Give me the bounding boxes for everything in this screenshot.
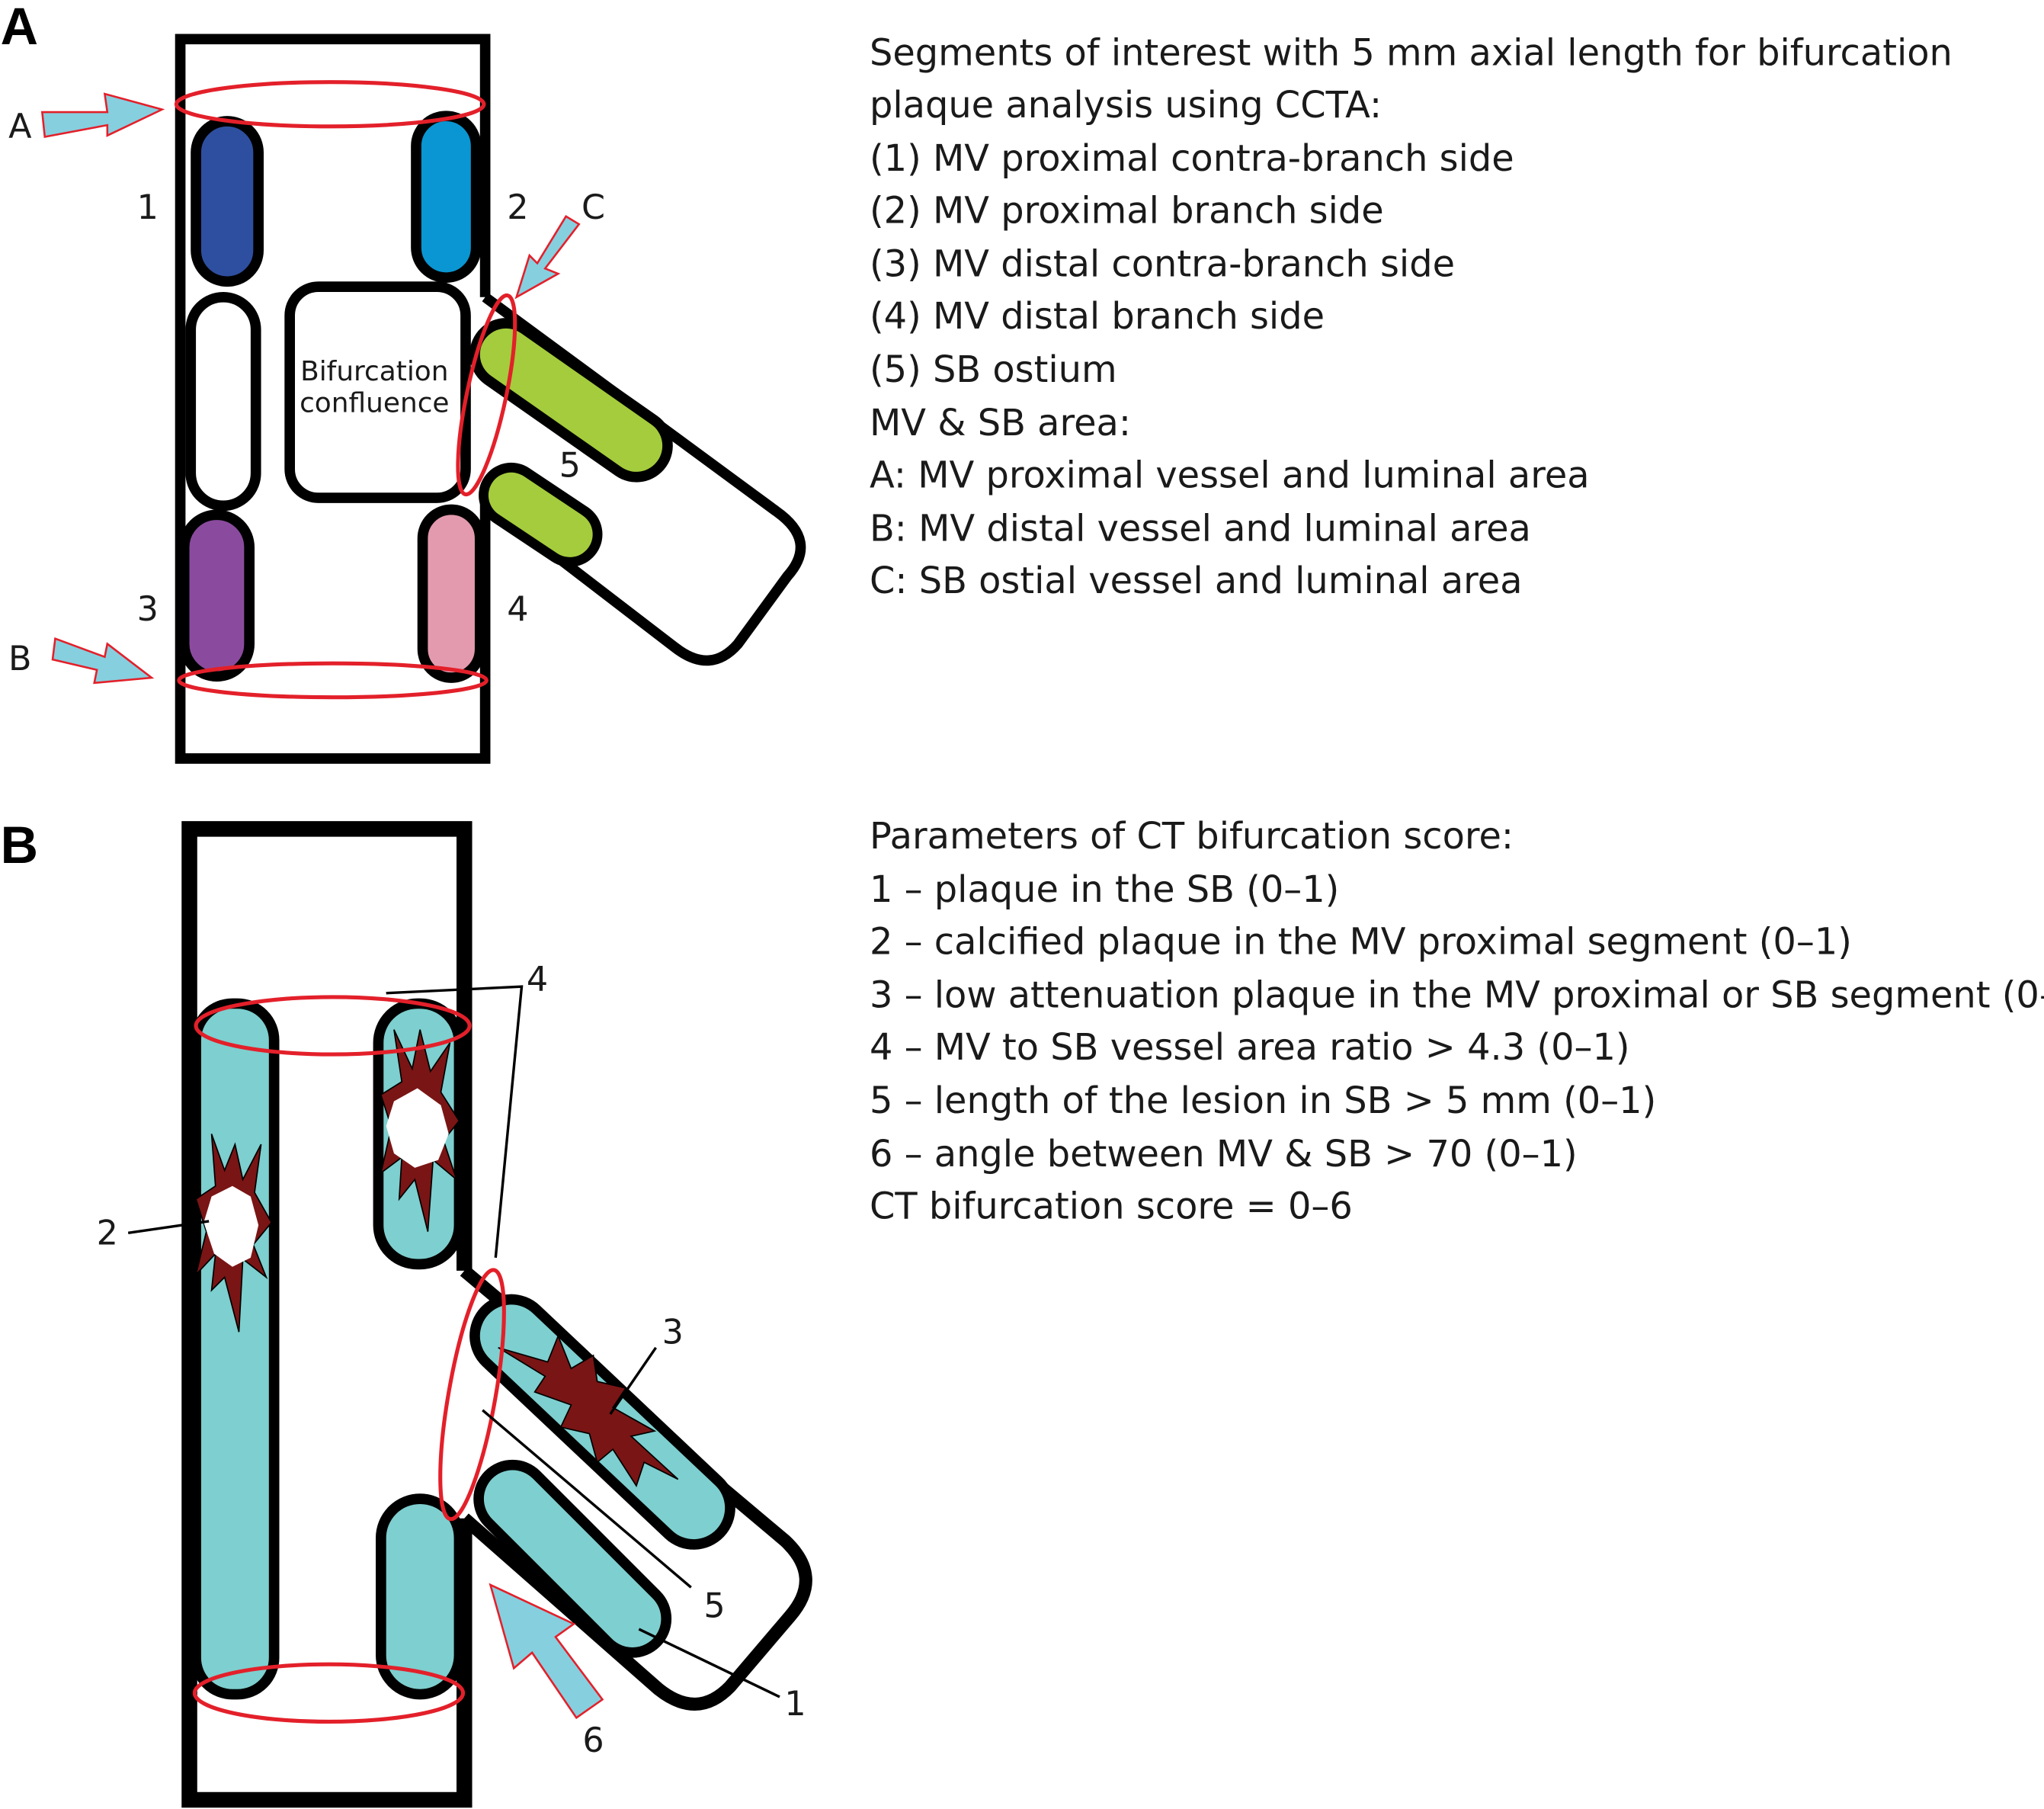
panel-a-description: Segments of interest with 5 mm axial len… (870, 32, 1953, 601)
arrow-c-icon (514, 215, 581, 300)
desc-line: 4 – MV to SB vessel area ratio > 4.3 (0–… (870, 1027, 1630, 1069)
confluence-label-2: confluence (300, 387, 449, 419)
ring-distal (192, 1662, 466, 1724)
panel-a-label: A (1, 0, 38, 56)
arrow-b-icon (51, 637, 155, 685)
ring-b (177, 661, 489, 700)
segment-4 (417, 504, 485, 683)
desc-line: CT bifurcation score = 0–6 (870, 1186, 1353, 1228)
mv-contra-branch-vessel (191, 998, 280, 1700)
desc-line: (3) MV distal contra-branch side (870, 243, 1455, 285)
main-vessel-outline (175, 34, 491, 764)
segment-3 (178, 509, 255, 682)
leader-line-5 (482, 1409, 692, 1589)
label-area-b: B (8, 640, 31, 678)
sb-segment (479, 328, 663, 472)
panel-b-label: B (1, 816, 38, 874)
desc-line: Parameters of CT bifurcation score: (870, 816, 1514, 858)
side-branch-outline (482, 293, 806, 666)
calcified-core-white (386, 1088, 449, 1168)
desc-line: 1 – plaque in the SB (0–1) (870, 869, 1339, 911)
leader-line-4 (386, 985, 524, 1258)
label-param-6: 6 (582, 1721, 604, 1760)
label-3: 3 (137, 590, 159, 629)
ring-a (174, 80, 486, 129)
segment-2 (411, 111, 482, 283)
desc-line: B: MV distal vessel and luminal area (870, 508, 1531, 550)
label-area-c: C (581, 188, 605, 227)
desc-line: (2) MV proximal branch side (870, 190, 1384, 232)
white-segment (185, 291, 261, 512)
desc-line: (1) MV proximal contra-branch side (870, 138, 1514, 180)
desc-line: (5) SB ostium (870, 349, 1117, 391)
desc-line: 3 – low attenuation plaque in the MV pro… (870, 975, 2044, 1017)
desc-line: plaque analysis using CCTA: (870, 85, 1382, 127)
panel-b-description: Parameters of CT bifurcation score: 1 – … (870, 816, 2044, 1228)
label-2: 2 (507, 188, 528, 227)
mv-distal-branch-vessel (376, 1493, 465, 1700)
confluence-label-1: Bifurcation (300, 356, 448, 387)
ring-proximal (194, 995, 472, 1057)
leader-line-2 (127, 1220, 210, 1235)
desc-line: 6 – angle between MV & SB > 70 (0–1) (870, 1134, 1578, 1176)
desc-line: Segments of interest with 5 mm axial len… (870, 32, 1953, 74)
desc-line: MV & SB area: (870, 403, 1131, 444)
calcified-core-white (203, 1185, 259, 1267)
desc-line: 2 – calcified plaque in the MV proximal … (870, 921, 1852, 963)
segment-5 (488, 472, 593, 557)
main-vessel-outline (181, 821, 473, 1808)
label-4: 4 (507, 590, 528, 629)
label-param-1: 1 (784, 1685, 806, 1724)
leader-line-1 (638, 1628, 780, 1698)
label-param-2: 2 (97, 1214, 118, 1253)
sb-lower-vessel (483, 1470, 662, 1648)
desc-line: A: MV proximal vessel and luminal area (870, 454, 1590, 496)
ring-sb-ostium (438, 1268, 506, 1522)
desc-line: 5 – length of the lesion in SB > 5 mm (0… (870, 1080, 1656, 1122)
label-1: 1 (137, 188, 159, 227)
label-param-5: 5 (703, 1587, 725, 1626)
segment-1 (191, 116, 264, 287)
panel-a: A Bifurcation confluence 1 2 3 4 5 A B C… (1, 0, 1953, 764)
panel-b: B 4 2 3 5 1 6 Parameters of CT b (1, 816, 2044, 1808)
desc-line: (4) MV distal branch side (870, 296, 1325, 338)
side-branch-outline (460, 1265, 812, 1711)
angle-arrow-icon (489, 1583, 604, 1720)
leader-line-3 (609, 1346, 657, 1415)
arrow-a-icon (40, 92, 165, 139)
low-attenuation-plaque-sb (498, 1334, 679, 1487)
label-area-a: A (8, 107, 32, 146)
label-param-3: 3 (662, 1313, 684, 1352)
desc-line: C: SB ostial vessel and luminal area (870, 560, 1523, 602)
label-param-4: 4 (527, 960, 548, 999)
ring-c (456, 293, 517, 497)
label-5: 5 (559, 447, 581, 486)
